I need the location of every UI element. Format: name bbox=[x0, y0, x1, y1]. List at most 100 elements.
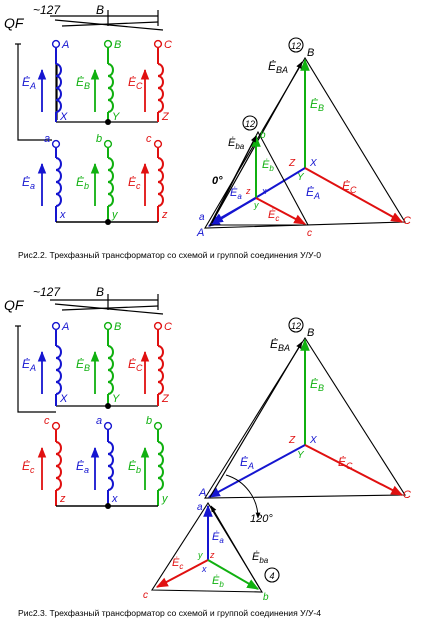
fig1-terminal-x: x bbox=[59, 209, 66, 221]
fig2-vd-EBA-sub: BA bbox=[278, 343, 290, 353]
svg-text:Ėb: Ėb bbox=[212, 575, 224, 589]
fig1-vd-EC-sub: C bbox=[350, 185, 357, 195]
fig1-emf-b-symbol: Ė bbox=[76, 175, 85, 189]
fig1-vd-EB-sub: B bbox=[318, 103, 324, 113]
svg-text:ĖA: ĖA bbox=[22, 357, 36, 373]
fig1-vertex-c: c bbox=[307, 228, 312, 239]
fig1-vector-diagram: 12 12 B A C Z X Y ĖB ĖA ĖC ĖBA b a c z x… bbox=[196, 37, 411, 239]
fig2-neutral-z: z bbox=[209, 550, 215, 560]
svg-text:ĖA: ĖA bbox=[240, 455, 254, 471]
fig1-emf-A-symbol: Ė bbox=[22, 75, 31, 89]
fig2-primary-coil-a bbox=[37, 321, 62, 406]
fig1-vd-EA-sub: A bbox=[313, 191, 320, 201]
fig2-vd-EC-symbol: Ė bbox=[338, 455, 347, 469]
fig1-emf-c-sub: c bbox=[136, 181, 141, 191]
svg-text:ĖB: ĖB bbox=[76, 357, 90, 373]
fig1-primary-coil-c bbox=[140, 39, 164, 122]
fig1-primary-neutral-dot bbox=[105, 119, 111, 125]
fig2-vec-EA bbox=[207, 444, 306, 498]
fig1-terminal-A: A bbox=[61, 39, 69, 51]
svg-text:ĖA: ĖA bbox=[306, 185, 320, 201]
fig2-vertex-c: c bbox=[143, 590, 148, 601]
fig1-vec-Ea bbox=[210, 197, 257, 224]
fig1-vd-EC-symbol: Ė bbox=[342, 179, 351, 193]
fig2-terminal-b: b bbox=[146, 415, 152, 427]
svg-text:ĖC: ĖC bbox=[342, 179, 357, 195]
fig1-vd-EA-symbol: Ė bbox=[306, 185, 315, 199]
fig2-vec-EBA bbox=[209, 341, 303, 498]
fig2-clock-secondary-circle bbox=[264, 567, 280, 583]
fig1-emf-C-sub: C bbox=[136, 81, 143, 91]
fig2-neutral-x: x bbox=[201, 564, 207, 574]
fig2-caption: Рис2.3. Трехфазный трансформатор со схем… bbox=[18, 608, 321, 618]
svg-text:Ėa: Ėa bbox=[22, 175, 35, 191]
fig1-voltage-unit: B bbox=[96, 3, 104, 17]
fig1-vd-Ea-symbol: Ė bbox=[230, 187, 238, 199]
fig2-angle: 120° bbox=[250, 513, 273, 525]
fig2-voltage-unit: B bbox=[96, 285, 104, 299]
fig1-primary-coil-b bbox=[90, 39, 114, 122]
fig1-secondary-coil-a bbox=[37, 139, 62, 222]
fig1-vd-EBA-sub: BA bbox=[276, 65, 288, 75]
fig1-vd-Ea-sub: a bbox=[237, 192, 242, 201]
fig1-secondary-coil-b bbox=[90, 139, 114, 222]
fig2-terminal-z: z bbox=[59, 493, 66, 505]
svg-text:ĖA: ĖA bbox=[22, 75, 36, 91]
fig1-clock-secondary-circle bbox=[242, 115, 258, 131]
fig2-terminal-C: C bbox=[164, 321, 172, 333]
fig2-terminal-Z: Z bbox=[161, 393, 170, 405]
fig2-emf-b-sub: b bbox=[136, 465, 141, 475]
fig2-vd-EBA-symbol: Ė bbox=[270, 337, 279, 351]
fig1-vd-Ec-sub: c bbox=[275, 214, 279, 223]
fig2-emf-B-symbol: Ė bbox=[76, 357, 85, 371]
fig1-qf-label: QF bbox=[4, 15, 25, 31]
svg-text:Ėa: Ėa bbox=[230, 187, 242, 201]
fig2-primary-coil-c bbox=[140, 321, 164, 406]
fig1-emf-a-sub: a bbox=[30, 181, 35, 191]
svg-text:Ėa: Ėa bbox=[76, 459, 89, 475]
figure-1: QF ~127 B A B C bbox=[4, 3, 411, 260]
fig2-vec-Ec bbox=[155, 559, 209, 588]
fig2-vec-EC bbox=[304, 444, 404, 496]
fig1-terminal-y: y bbox=[111, 209, 119, 221]
fig1-caption: Рис2.2. Трехфазный трансформатор со схем… bbox=[18, 250, 321, 260]
fig2-angle-arc bbox=[225, 474, 261, 519]
fig1-terminal-Z: Z bbox=[161, 111, 170, 123]
fig2-terminal-c: c bbox=[44, 415, 50, 427]
fig1-secondary-triangle bbox=[209, 130, 309, 226]
fig1-vd-Eba-symbol: Ė bbox=[228, 137, 236, 149]
fig1-emf-C-symbol: Ė bbox=[128, 75, 137, 89]
fig1-qf: QF ~127 B bbox=[4, 3, 104, 31]
fig2-vd-Eb-sub: b bbox=[219, 580, 224, 589]
fig2-vd-Ea-sub: a bbox=[219, 536, 224, 545]
fig1-neutral-Z: Z bbox=[288, 158, 296, 169]
fig2-wiring bbox=[15, 294, 164, 413]
fig2-vertex-B: B bbox=[307, 327, 314, 339]
svg-text:Ėc: Ėc bbox=[128, 175, 141, 191]
fig2-clock-primary: 12 bbox=[291, 321, 301, 331]
fig1-vertex-A: A bbox=[196, 227, 204, 239]
fig1-terminal-Y: Y bbox=[112, 111, 120, 123]
fig2-qf-label: QF bbox=[4, 297, 25, 313]
fig1-emf-a-symbol: Ė bbox=[22, 175, 31, 189]
svg-text:ĖB: ĖB bbox=[310, 97, 324, 113]
fig2-terminal-A: A bbox=[61, 321, 69, 333]
fig2-vec-Eba bbox=[210, 505, 261, 590]
svg-text:Ėba: Ėba bbox=[228, 137, 245, 151]
svg-text:Ėb: Ėb bbox=[76, 175, 89, 191]
svg-text:ĖB: ĖB bbox=[310, 377, 324, 393]
fig1-terminal-B: B bbox=[114, 39, 121, 51]
fig2-vec-Eb bbox=[207, 559, 260, 590]
fig2-clock-primary-circle bbox=[288, 317, 304, 333]
svg-text:Ėc: Ėc bbox=[172, 557, 183, 571]
fig2-vd-Ec-sub: c bbox=[179, 562, 183, 571]
fig2-vector-diagram: 12 4 B A C Z X Y ĖB ĖA ĖC ĖBA a b c z x … bbox=[143, 317, 411, 603]
fig2-vd-Eba-symbol: Ė bbox=[252, 551, 260, 563]
fig1-vd-EB-symbol: Ė bbox=[310, 97, 319, 111]
fig2-secondary-coil-a bbox=[90, 421, 114, 506]
fig1-terminal-X: X bbox=[59, 111, 68, 123]
fig1-angle: 0° bbox=[212, 175, 223, 187]
fig1-terminal-c: c bbox=[146, 133, 152, 145]
figure-2: QF ~127 B A B C X Y bbox=[4, 285, 411, 618]
fig1-vertex-b: b bbox=[260, 130, 266, 141]
